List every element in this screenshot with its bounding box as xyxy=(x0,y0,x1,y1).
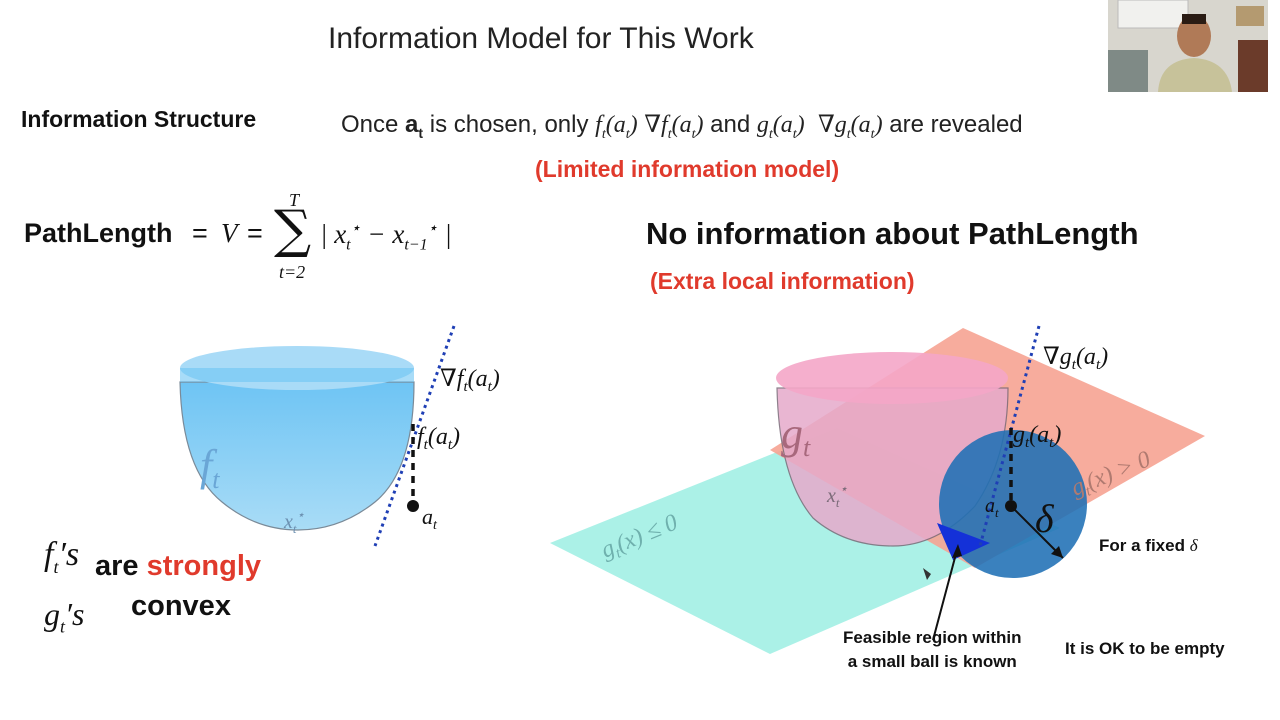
gts-label: gt′s xyxy=(44,596,85,637)
pathlength-label: PathLength xyxy=(24,218,173,248)
information-sentence: Once at is chosen, only ft(at) ∇ft(at) a… xyxy=(341,110,1023,143)
right-constraint-figure: gt gt(x) ≤ 0 gt(x) > 0 ∇gt(at) gt(at) xt… xyxy=(550,325,1205,654)
gt-bowl-label: gt xyxy=(781,409,811,462)
feasible-region-in-ball xyxy=(937,523,990,560)
grad-gt-at: ∇gt(at) xyxy=(818,112,883,142)
limited-information-note: (Limited information model) xyxy=(535,156,840,182)
feasible-pointer-arrow xyxy=(932,549,958,641)
at-symbol: at xyxy=(405,111,424,141)
are-strongly: are strongly xyxy=(95,550,262,582)
convex-word: convex xyxy=(131,590,231,622)
v-symbol: V xyxy=(221,218,238,248)
ok-empty-note: It is OK to be empty xyxy=(1065,639,1225,658)
equals-2: = xyxy=(247,218,263,248)
strongly-word: strongly xyxy=(146,550,262,582)
ft-at: ft(at) xyxy=(595,112,638,142)
and-word: and xyxy=(703,111,757,138)
grad-ft-at: ∇ft(at) xyxy=(644,112,704,142)
information-structure-label: Information Structure xyxy=(21,106,257,132)
gt-point-label: gt(at) xyxy=(1013,422,1061,451)
grad-ft-label: ∇ft(at) xyxy=(440,366,500,395)
grad-g-tangent-line xyxy=(978,325,1041,547)
fixed-delta-note: For a fixed δ xyxy=(1099,536,1198,555)
grad-gt-label: ∇gt(at) xyxy=(1043,344,1108,373)
no-information-heading: No information about PathLength xyxy=(646,216,1139,251)
gt-bowl-top xyxy=(776,352,1008,404)
sum-lower: t=2 xyxy=(279,262,306,282)
at-right-label: at xyxy=(985,495,999,520)
sum-upper: T xyxy=(289,190,300,210)
fts-label: ft′s xyxy=(44,536,80,577)
extra-local-information-note: (Extra local information) xyxy=(650,268,915,294)
sum-sign: ∑ xyxy=(274,200,312,260)
at-point xyxy=(407,500,419,512)
ft-bowl xyxy=(179,381,415,531)
equals-1: = xyxy=(192,218,208,248)
delta-radius xyxy=(1010,505,1064,559)
sentence-part-2: is chosen, only xyxy=(423,111,596,138)
xstar-right-label: xt⋆ xyxy=(826,481,848,510)
left-bowl-figure: ft xt⋆ ∇ft(at) ft(at) at xyxy=(179,325,500,547)
delta-label: δ xyxy=(1035,496,1055,541)
ft-point-label: ft(at) xyxy=(417,424,460,453)
sentence-tail: are revealed xyxy=(882,111,1023,138)
pathlength-formula: PathLength = V = T ∑ t=2 | xt⋆ − xt−1⋆ | xyxy=(24,190,464,290)
presenter-webcam xyxy=(1108,0,1268,92)
xstar-label: xt⋆ xyxy=(283,507,305,536)
abs-value-expr: | xt⋆ − xt−1⋆ | xyxy=(320,219,452,254)
at-label: at xyxy=(422,504,438,533)
presenter-image xyxy=(1108,0,1268,92)
feasible-region-note: Feasible region within a small ball is k… xyxy=(843,628,1022,671)
sentence-part-1: Once xyxy=(341,111,406,138)
gt-at: gt(at) xyxy=(756,112,805,142)
mouse-cursor-icon xyxy=(923,568,931,580)
slide-title: Information Model for This Work xyxy=(328,22,754,55)
